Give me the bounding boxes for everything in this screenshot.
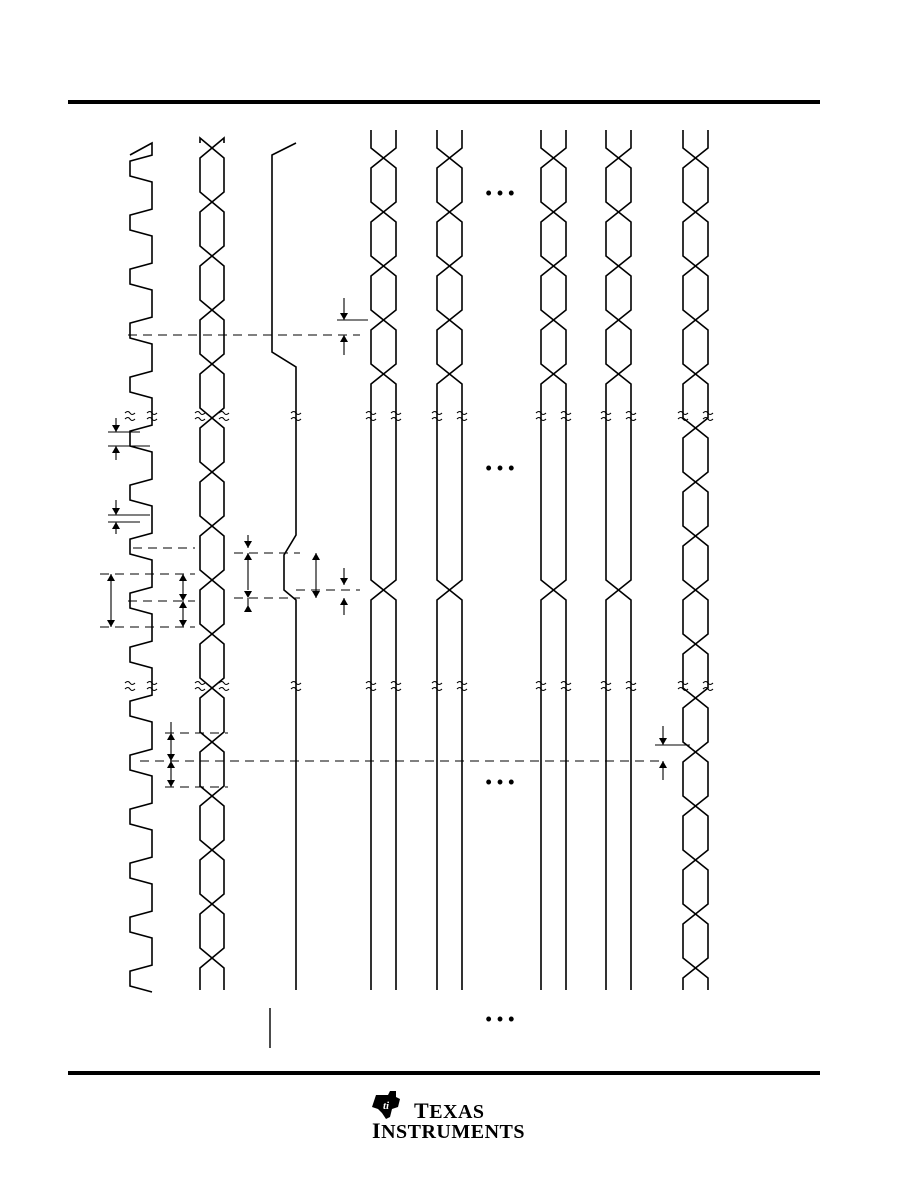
arrow-half-down xyxy=(179,620,187,627)
output-bus-3-trace-b xyxy=(540,130,567,990)
ti-logo-icon: ti xyxy=(372,1091,400,1119)
tick-l2 xyxy=(108,514,150,523)
break-mark-lower-8 xyxy=(456,680,468,692)
data-input-bus-trace-b xyxy=(199,136,225,990)
output-bus-1-trace-a xyxy=(370,130,397,990)
arrow-l4 xyxy=(112,522,120,529)
arrow-c8 xyxy=(340,598,348,605)
break-mark-upper-6 xyxy=(390,410,402,422)
brand-rest-exas: EXAS xyxy=(429,1101,485,1123)
break-mark-lower-7 xyxy=(431,680,443,692)
break-mark-upper-2 xyxy=(194,410,206,422)
break-mark-lower-1 xyxy=(146,680,158,692)
data-input-bus-trace-a xyxy=(199,136,225,990)
arrow-period-up xyxy=(107,574,115,581)
header-rule xyxy=(68,100,820,104)
break-mark-lower-13 xyxy=(677,680,689,692)
ellipsis-label-2: • • • xyxy=(486,458,515,478)
break-mark-upper-11 xyxy=(600,410,612,422)
arrow-b2 xyxy=(167,754,175,761)
break-mark-upper-13 xyxy=(677,410,689,422)
output-bus-3-trace-a xyxy=(540,130,567,990)
brand-cap-i: I xyxy=(372,1118,382,1143)
break-mark-lower-11 xyxy=(600,680,612,692)
break-mark-lower-4 xyxy=(290,680,302,692)
arrow-b4 xyxy=(167,780,175,787)
arrow-c6 xyxy=(312,591,320,598)
arrow-c3 xyxy=(244,591,252,598)
arrow-l2 xyxy=(112,446,120,453)
break-mark-lower-3 xyxy=(218,680,230,692)
arrow-b1 xyxy=(167,733,175,740)
brand-line-instruments: INSTRUMENTS xyxy=(372,1120,525,1143)
brand-line-texas: TEXAS xyxy=(414,1100,485,1123)
break-mark-lower-9 xyxy=(535,680,547,692)
break-mark-upper-1 xyxy=(146,410,158,422)
break-mark-upper-5 xyxy=(365,410,377,422)
arrow-r1 xyxy=(659,738,667,745)
arrow-c1 xyxy=(244,541,252,548)
ellipsis-label-1: • • • xyxy=(486,183,515,203)
ellipsis-label-3: • • • xyxy=(486,772,515,792)
arrow-c5 xyxy=(312,553,320,560)
break-mark-lower-10 xyxy=(560,680,572,692)
arrow-half-up xyxy=(179,574,187,581)
output-bus-4-trace-a xyxy=(605,130,632,990)
clock-waveform xyxy=(129,141,153,993)
output-bus-4-trace-b xyxy=(605,130,632,990)
output-bus-2-trace-a xyxy=(436,130,463,990)
arrow-top-a xyxy=(340,313,348,320)
break-mark-upper-8 xyxy=(456,410,468,422)
arrow-c2 xyxy=(244,553,252,560)
break-mark-lower-2 xyxy=(194,680,206,692)
arrow-r2 xyxy=(659,761,667,768)
break-mark-lower-6 xyxy=(390,680,402,692)
break-mark-upper-9 xyxy=(535,410,547,422)
break-mark-lower-14 xyxy=(702,680,714,692)
footer-rule xyxy=(68,1071,820,1075)
brand-rest-nstruments: NSTRUMENTS xyxy=(381,1121,525,1143)
break-mark-upper-10 xyxy=(560,410,572,422)
arrow-l3 xyxy=(112,508,120,515)
arrow-l1 xyxy=(112,425,120,432)
arrow-half-mid2 xyxy=(179,601,187,608)
arrow-b3 xyxy=(167,761,175,768)
svg-text:ti: ti xyxy=(383,1100,390,1112)
arrow-half-mid xyxy=(179,594,187,601)
break-mark-lower-5 xyxy=(365,680,377,692)
tick-l1 xyxy=(108,431,150,447)
break-mark-lower-12 xyxy=(625,680,637,692)
brand-cap-t: T xyxy=(414,1098,430,1123)
arrow-period-down xyxy=(107,620,115,627)
arrow-c7 xyxy=(340,578,348,585)
break-mark-upper-14 xyxy=(702,410,714,422)
control-line xyxy=(271,142,297,990)
break-mark-upper-12 xyxy=(625,410,637,422)
output-bus-2-trace-b xyxy=(436,130,463,990)
ellipsis-label-4: • • • xyxy=(486,1009,515,1029)
break-mark-lower-0 xyxy=(124,680,136,692)
break-mark-upper-3 xyxy=(218,410,230,422)
break-mark-upper-7 xyxy=(431,410,443,422)
output-bus-1-trace-b xyxy=(370,130,397,990)
break-mark-upper-4 xyxy=(290,410,302,422)
arrow-top-b xyxy=(340,335,348,342)
break-mark-upper-0 xyxy=(124,410,136,422)
output-bus-full-trace-b xyxy=(682,130,709,990)
arrow-c4 xyxy=(244,605,252,612)
